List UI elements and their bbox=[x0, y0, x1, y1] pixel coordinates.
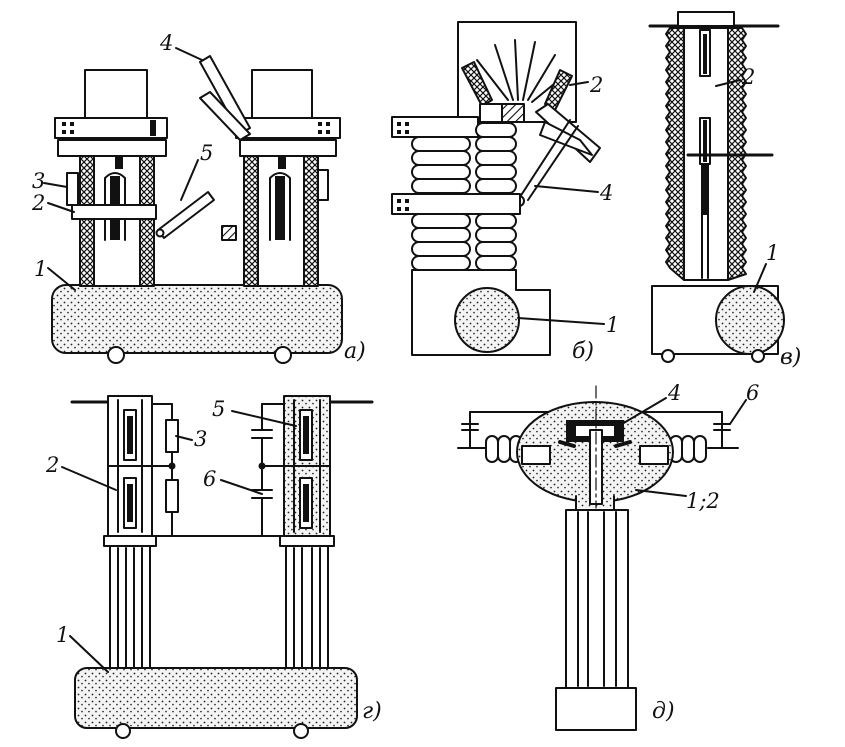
caption-a: а) bbox=[344, 339, 366, 364]
diagram-a bbox=[43, 47, 343, 364]
diagram-v bbox=[648, 11, 785, 363]
label-d-1-2: 1;2 bbox=[686, 489, 720, 513]
caption-b: б) bbox=[572, 339, 594, 364]
label-g-1: 1 bbox=[56, 623, 69, 647]
label-d-6: 6 bbox=[746, 381, 759, 405]
diagram-v-tank bbox=[715, 285, 785, 355]
diagram-g-base bbox=[74, 667, 358, 729]
label-g-6: 6 bbox=[203, 467, 216, 491]
diagram-b bbox=[391, 21, 605, 356]
diagram-g-right-column bbox=[279, 395, 335, 671]
label-b-1: 1 bbox=[606, 313, 619, 337]
label-a-4: 4 bbox=[159, 31, 173, 55]
caption-g: г) bbox=[362, 699, 382, 724]
label-a-5: 5 bbox=[200, 141, 213, 165]
label-b-4: 4 bbox=[599, 181, 613, 205]
label-d-4: 4 bbox=[667, 381, 681, 405]
diagram-g bbox=[61, 395, 374, 739]
caption-v: в) bbox=[780, 345, 801, 370]
label-g-5: 5 bbox=[212, 397, 225, 421]
label-v-1: 1 bbox=[766, 241, 779, 265]
diagram-g-left-column bbox=[103, 395, 157, 671]
diagram-v-insulator bbox=[665, 27, 685, 281]
label-g-2: 2 bbox=[45, 453, 59, 477]
label-v-2: 2 bbox=[741, 65, 755, 89]
diagram-d bbox=[457, 385, 747, 731]
diagram-a-right-pole bbox=[221, 69, 341, 287]
caption-d: д) bbox=[652, 699, 675, 724]
diagram-a-base bbox=[51, 284, 343, 354]
label-a-1: 1 bbox=[34, 257, 47, 281]
label-a-3: 3 bbox=[32, 169, 45, 193]
label-b-2: 2 bbox=[589, 73, 603, 97]
label-g-3: 3 bbox=[194, 427, 207, 451]
diagram-a-left-pole bbox=[54, 69, 215, 287]
diagram-b-tank bbox=[454, 287, 520, 353]
label-a-2: 2 bbox=[31, 191, 45, 215]
